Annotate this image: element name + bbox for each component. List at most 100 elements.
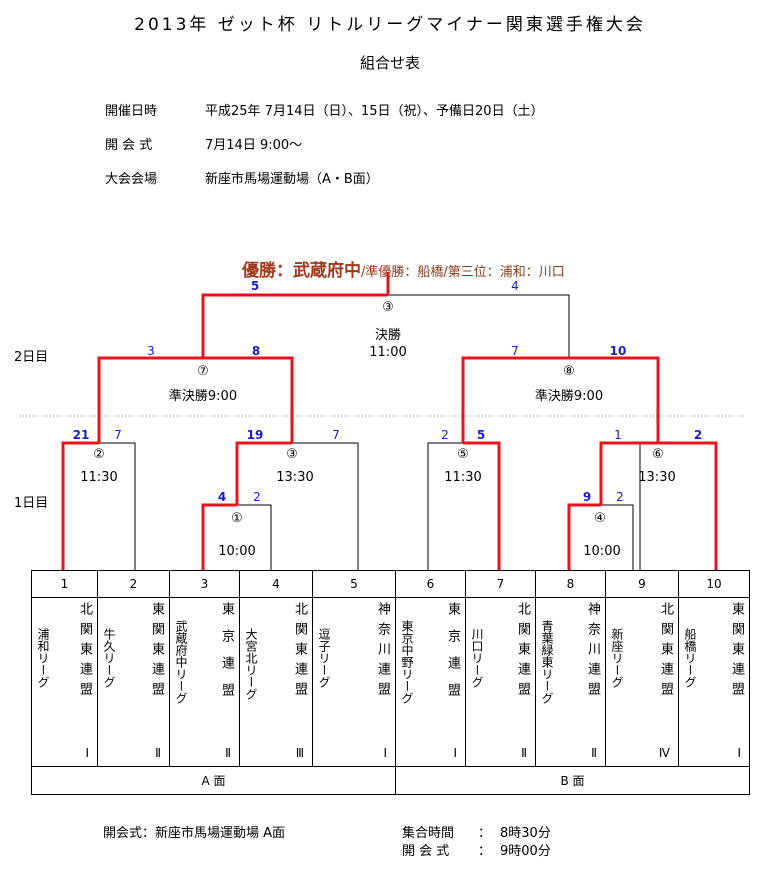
info-ceremony-value: 7月14日 9:00〜 bbox=[205, 138, 303, 153]
m6-time: 13:30 bbox=[638, 470, 676, 485]
team-number-row: 1 2 3 4 5 6 7 8 9 10 bbox=[31, 570, 750, 598]
day2-label: 2日目 bbox=[14, 350, 49, 365]
team-cell: 牛久リーグ 東関東連盟 Ⅱ bbox=[97, 597, 170, 767]
m7-score-right: 8 bbox=[251, 344, 261, 358]
team-name: 逗子リーグ bbox=[317, 628, 331, 688]
m5-score-right: 5 bbox=[476, 428, 486, 442]
footer-gather-time: 8時30分 bbox=[500, 826, 551, 841]
m8-label: 準決勝9:00 bbox=[534, 389, 604, 404]
info-date-value: 平成25年 7月14日（日）、15日（祝）、予備日20日（土） bbox=[205, 104, 544, 119]
team-number: 8 bbox=[535, 570, 606, 598]
team-league: 北関東連盟 bbox=[658, 602, 673, 702]
footer-gather-sep: ： bbox=[478, 826, 492, 841]
team-league: 東京連盟 bbox=[219, 602, 234, 710]
team-division: Ⅱ bbox=[225, 746, 231, 760]
final-time: 11:00 bbox=[369, 345, 407, 360]
m7-match-number: ⑦ bbox=[197, 364, 209, 379]
team-league: 神奈川連盟 bbox=[585, 602, 600, 702]
team-league: 東関東連盟 bbox=[729, 602, 744, 702]
footer-gather-label: 集合時間 bbox=[402, 826, 455, 841]
team-name: 東京中野リーグ bbox=[400, 620, 414, 704]
team-cell: 逗子リーグ 神奈川連盟 Ⅰ bbox=[312, 597, 396, 767]
m8-score-right: 10 bbox=[609, 344, 627, 358]
team-league: 北関東連盟 bbox=[515, 602, 530, 702]
team-division: Ⅳ bbox=[658, 746, 670, 760]
team-division: Ⅱ bbox=[155, 746, 161, 760]
team-cell: 青葉緑東リーグ 神奈川連盟 Ⅱ bbox=[535, 597, 606, 767]
m3-score-right: 7 bbox=[332, 428, 340, 442]
info-ceremony-label: 開 会 式 bbox=[105, 138, 153, 153]
team-cell: 武蔵府中リーグ 東京連盟 Ⅱ bbox=[169, 597, 240, 767]
team-name: 牛久リーグ bbox=[102, 628, 116, 688]
footer-open-label: 開 会 式 bbox=[402, 844, 450, 859]
info-venue-label: 大会会場 bbox=[105, 172, 158, 187]
team-number: 7 bbox=[465, 570, 536, 598]
team-cell: 新座リーグ 北関東連盟 Ⅳ bbox=[605, 597, 679, 767]
team-division: Ⅰ bbox=[383, 746, 387, 760]
m8-match-number: ⑧ bbox=[563, 364, 575, 379]
team-number: 5 bbox=[312, 570, 396, 598]
m3-time: 13:30 bbox=[276, 470, 314, 485]
team-league: 北関東連盟 bbox=[292, 602, 307, 702]
team-division: Ⅰ bbox=[737, 746, 741, 760]
champion-text: 優勝：武蔵府中 bbox=[242, 261, 361, 281]
m4-score-right: 2 bbox=[616, 490, 624, 504]
info-venue-value: 新座市馬場運動場（A・B面） bbox=[205, 172, 379, 187]
court-b: B 面 bbox=[395, 766, 750, 795]
team-league: 東京連盟 bbox=[445, 602, 460, 710]
m2-score-right: 7 bbox=[114, 428, 122, 442]
team-table: 1 2 3 4 5 6 7 8 9 10 浦和リーグ 北関東連盟 Ⅰ 牛久リーグ 東関… bbox=[31, 570, 750, 795]
team-number: 9 bbox=[605, 570, 679, 598]
m8-score-left: 7 bbox=[511, 344, 519, 358]
team-division: Ⅱ bbox=[521, 746, 527, 760]
team-league: 北関東連盟 bbox=[77, 602, 92, 702]
m7-label: 準決勝9:00 bbox=[168, 389, 238, 404]
m6-score-right: 2 bbox=[693, 428, 703, 442]
footer-open-sep: ： bbox=[478, 844, 492, 859]
team-name: 武蔵府中リーグ bbox=[174, 620, 188, 704]
runner-up-text: /準優勝：船橋/第三位：浦和：川口 bbox=[361, 265, 565, 280]
m3-match-number: ③ bbox=[286, 447, 298, 462]
court-a: A 面 bbox=[31, 766, 396, 795]
final-match-number: ③ bbox=[382, 300, 394, 315]
info-date-label: 開催日時 bbox=[105, 104, 158, 119]
team-number: 4 bbox=[239, 570, 313, 598]
team-name: 浦和リーグ bbox=[36, 628, 50, 688]
team-number: 3 bbox=[169, 570, 240, 598]
m1-time: 10:00 bbox=[218, 544, 256, 559]
team-number: 2 bbox=[97, 570, 170, 598]
m4-match-number: ④ bbox=[594, 511, 606, 526]
team-name: 青葉緑東リーグ bbox=[540, 620, 554, 704]
team-division: Ⅰ bbox=[453, 746, 457, 760]
team-division: Ⅲ bbox=[295, 746, 304, 760]
team-number: 1 bbox=[31, 570, 98, 598]
page-title: 2013年 ゼット杯 リトルリーグマイナー関東選手権大会 bbox=[134, 15, 646, 35]
m5-match-number: ⑤ bbox=[457, 447, 469, 462]
team-name: 大宮北リーグ bbox=[244, 628, 258, 700]
team-cell: 浦和リーグ 北関東連盟 Ⅰ bbox=[31, 597, 98, 767]
team-league: 東関東連盟 bbox=[149, 602, 164, 702]
m6-match-number: ⑥ bbox=[652, 447, 664, 462]
team-number: 10 bbox=[678, 570, 750, 598]
m7-score-left: 3 bbox=[147, 344, 155, 358]
team-division: Ⅰ bbox=[85, 746, 89, 760]
team-division: Ⅱ bbox=[591, 746, 597, 760]
m3-score-left: 19 bbox=[246, 428, 264, 442]
bracket-win-lines bbox=[61, 272, 718, 570]
final-score-left: 5 bbox=[250, 279, 260, 293]
day1-label: 1日目 bbox=[14, 496, 49, 511]
team-cell: 東京中野リーグ 東京連盟 Ⅰ bbox=[395, 597, 466, 767]
court-row: A 面 B 面 bbox=[31, 766, 750, 795]
m2-score-left: 21 bbox=[72, 428, 90, 442]
m4-score-left: 9 bbox=[582, 490, 592, 504]
final-score-right: 4 bbox=[511, 279, 519, 293]
tournament-result: 優勝：武蔵府中/準優勝：船橋/第三位：浦和：川口 bbox=[242, 256, 565, 281]
team-league: 神奈川連盟 bbox=[375, 602, 390, 702]
m4-time: 10:00 bbox=[583, 544, 621, 559]
m1-score-right: 2 bbox=[253, 490, 261, 504]
m1-match-number: ① bbox=[231, 511, 243, 526]
team-name: 新座リーグ bbox=[610, 628, 624, 688]
